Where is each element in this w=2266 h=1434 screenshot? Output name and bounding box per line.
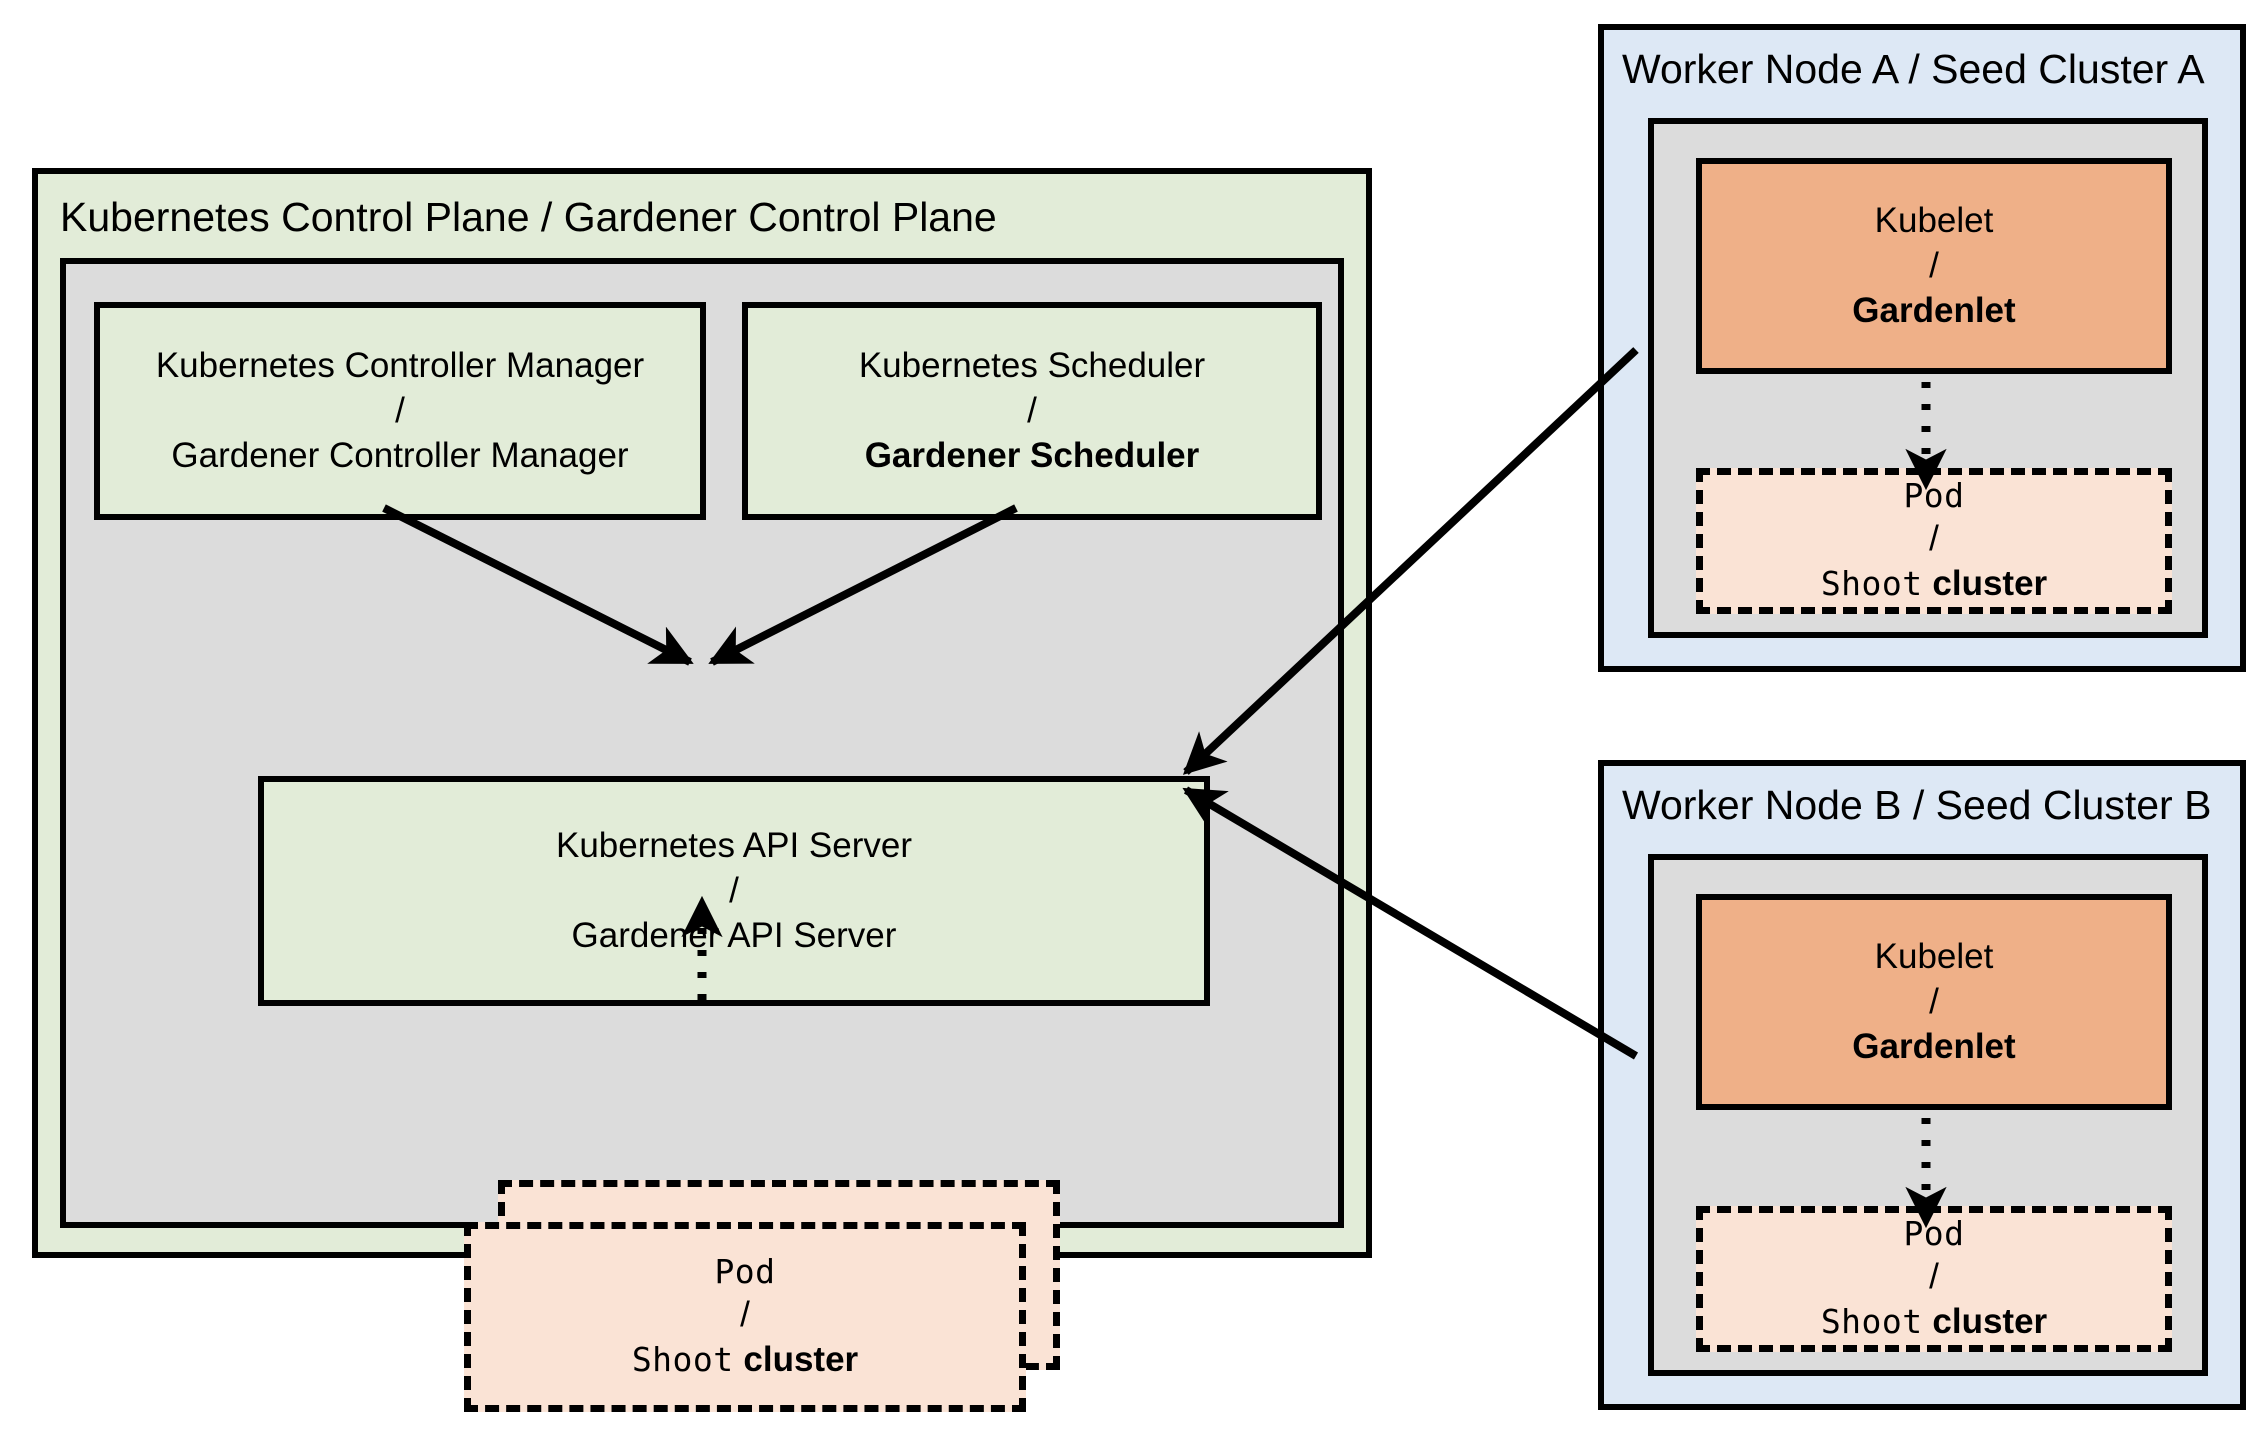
gardenlet-a-box[interactable]: Kubelet / Gardenlet <box>1696 158 2172 374</box>
worker-node-b-group: Worker Node B / Seed Cluster B Kubelet /… <box>1598 760 2246 1410</box>
gardenlet-b-separator: / <box>1929 981 1939 1021</box>
pod-a-separator: / <box>1929 519 1939 559</box>
gardenlet-b-box[interactable]: Kubelet / Gardenlet <box>1696 894 2172 1110</box>
gardenlet-a-separator: / <box>1929 245 1939 285</box>
pod-b-line1: Pod <box>1903 1214 1965 1254</box>
control-plane-pod-text: Pod / Shoot cluster <box>471 1251 1019 1383</box>
kubernetes-controller-manager-box[interactable]: Kubernetes Controller Manager / Gardener… <box>94 302 706 520</box>
pod-a-text: Pod / Shoot cluster <box>1703 475 2165 607</box>
pod-b-text: Pod / Shoot cluster <box>1703 1213 2165 1345</box>
pod-a-line2-spacer <box>1923 564 1933 603</box>
api-server-text: Kubernetes API Server / Gardener API Ser… <box>264 824 1204 958</box>
gardenlet-a-line1: Kubelet <box>1874 200 1994 240</box>
worker-node-a-group: Worker Node A / Seed Cluster A Kubelet /… <box>1598 24 2246 672</box>
pod-b-line2-spacer <box>1923 1302 1933 1341</box>
worker-node-a-title: Worker Node A / Seed Cluster A <box>1622 46 2205 92</box>
control-plane-title: Kubernetes Control Plane / Gardener Cont… <box>60 194 997 240</box>
control-plane-group: Kubernetes Control Plane / Gardener Cont… <box>32 168 1372 1412</box>
control-plane-pod-box[interactable]: Pod / Shoot cluster <box>464 1222 1026 1412</box>
kubernetes-scheduler-box[interactable]: Kubernetes Scheduler / Gardener Schedule… <box>742 302 1322 520</box>
controller-manager-separator: / <box>395 390 405 430</box>
control-plane-pod-line2-mono: Shoot <box>631 1340 734 1380</box>
pod-a-line2-bold: cluster <box>1932 564 2048 604</box>
scheduler-line2: Gardener Scheduler <box>864 435 1200 475</box>
control-plane-pod-line2: Shoot cluster <box>471 1338 1019 1383</box>
pod-b-separator: / <box>1929 1257 1939 1297</box>
api-server-separator: / <box>729 870 739 910</box>
gardenlet-b-text: Kubelet / Gardenlet <box>1702 935 2166 1069</box>
gardenlet-b-line1: Kubelet <box>1874 936 1994 976</box>
control-plane-pod-line2-bold: cluster <box>743 1340 859 1380</box>
kubernetes-api-server-box[interactable]: Kubernetes API Server / Gardener API Ser… <box>258 776 1210 1006</box>
api-server-line1: Kubernetes API Server <box>555 825 913 865</box>
pod-b-box[interactable]: Pod / Shoot cluster <box>1696 1206 2172 1352</box>
pod-a-line2: Shoot cluster <box>1703 562 2165 607</box>
pod-a-line2-mono: Shoot <box>1820 564 1923 604</box>
control-plane-pod-separator: / <box>740 1295 750 1335</box>
controller-manager-line1: Kubernetes Controller Manager <box>155 345 645 385</box>
control-plane-pod-line2-spacer <box>734 1340 744 1379</box>
worker-node-b-inner-area: Kubelet / Gardenlet Pod / Shoot cluster <box>1648 854 2208 1376</box>
scheduler-separator: / <box>1027 390 1037 430</box>
api-server-line2: Gardener API Server <box>571 915 897 955</box>
controller-manager-text: Kubernetes Controller Manager / Gardener… <box>100 344 700 478</box>
worker-node-b-title: Worker Node B / Seed Cluster B <box>1622 782 2212 828</box>
control-plane-pod-line1: Pod <box>714 1252 776 1292</box>
gardenlet-a-line2: Gardenlet <box>1852 290 2016 330</box>
control-plane-inner-area: Kubernetes Controller Manager / Gardener… <box>60 258 1344 1412</box>
scheduler-line1: Kubernetes Scheduler <box>858 345 1206 385</box>
pod-b-line2-mono: Shoot <box>1820 1302 1923 1342</box>
worker-node-a-inner-area: Kubelet / Gardenlet Pod / Shoot cluster <box>1648 118 2208 638</box>
controller-manager-line2: Gardener Controller Manager <box>171 435 629 475</box>
scheduler-text: Kubernetes Scheduler / Gardener Schedule… <box>748 344 1316 478</box>
gardenlet-b-line2: Gardenlet <box>1852 1026 2016 1066</box>
pod-b-line2: Shoot cluster <box>1703 1300 2165 1345</box>
gardenlet-a-text: Kubelet / Gardenlet <box>1702 199 2166 333</box>
pod-b-line2-bold: cluster <box>1932 1302 2048 1342</box>
pod-a-box[interactable]: Pod / Shoot cluster <box>1696 468 2172 614</box>
pod-a-line1: Pod <box>1903 476 1965 516</box>
